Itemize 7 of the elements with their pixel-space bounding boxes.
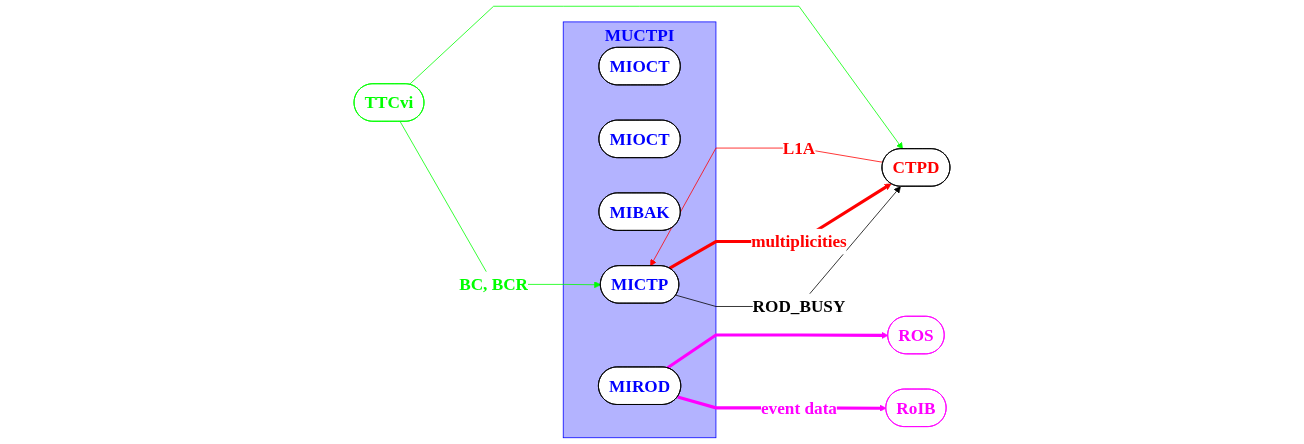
edge-label: multiplicities	[751, 231, 847, 252]
edge-label: event data	[760, 398, 837, 418]
edge-label: ROD_BUSY	[752, 296, 846, 317]
arrow	[666, 331, 889, 370]
edge-label: BC, BCR	[459, 274, 529, 295]
edge-label: L1A	[782, 138, 816, 158]
arrow	[668, 183, 892, 270]
